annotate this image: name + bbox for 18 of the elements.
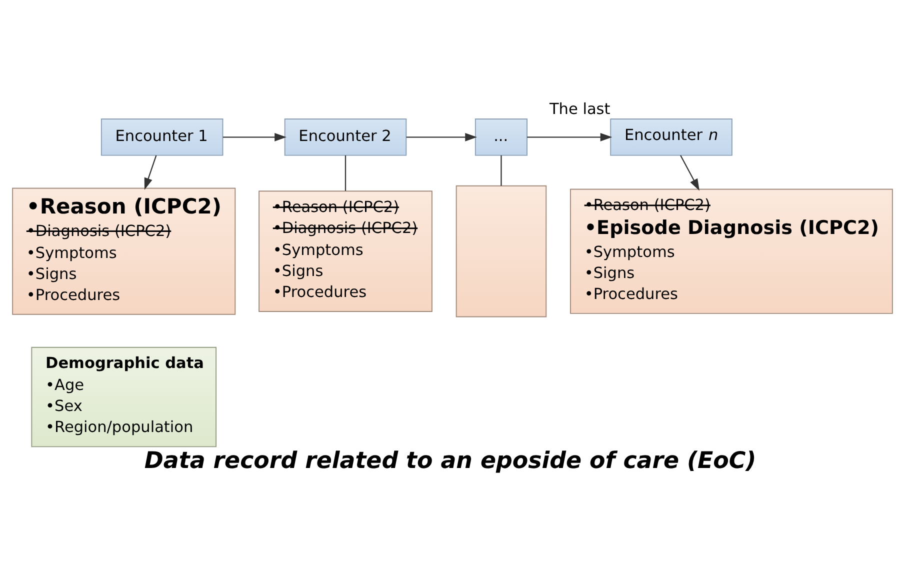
node-box: Encounter 2 xyxy=(284,118,407,156)
arrow xyxy=(222,132,286,141)
node-box: Encounter 1 xyxy=(100,118,224,156)
arrow xyxy=(406,132,477,141)
node-box: •Reason (ICPC2) •Diagnosis (ICPC2) •Symptoms •Signs •Procedures xyxy=(12,187,236,314)
node-box xyxy=(456,184,547,317)
arrow xyxy=(680,154,700,190)
node-box: Demographic data •Age •Sex •Region/population xyxy=(31,346,217,447)
node-box: Encounter n xyxy=(610,118,732,156)
connector xyxy=(500,154,502,186)
arrow xyxy=(144,154,157,190)
node-box: •Reason (ICPC2) •Diagnosis (ICPC2) •Symptoms •Signs •Procedures xyxy=(258,190,432,312)
caption: Data record related to an eposide of care (EoC) xyxy=(144,447,756,474)
arrow xyxy=(527,132,612,141)
node-box: •Reason (ICPC2) •Episode Diagnosis (ICPC2) •Symptoms •Signs •Procedures xyxy=(570,188,893,314)
node-label: The last xyxy=(549,100,610,118)
connector xyxy=(344,154,346,190)
node-box: ... xyxy=(474,118,528,156)
